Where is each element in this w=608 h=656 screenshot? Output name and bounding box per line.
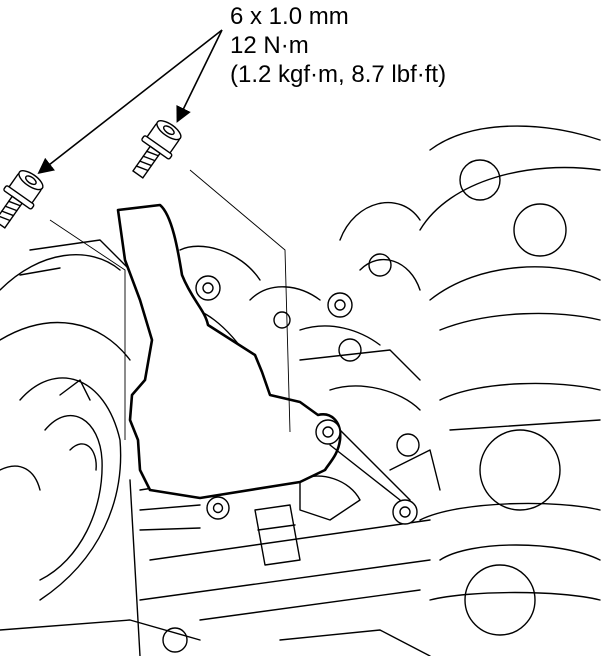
bolt-icon: [132, 120, 182, 179]
callout-arrows: [37, 29, 223, 174]
torque-nm-label: 12 N·m: [230, 32, 309, 59]
engine-block-background: [0, 125, 601, 656]
bolt-size-label: 6 x 1.0 mm: [230, 3, 349, 30]
bolt-icon: [0, 170, 44, 229]
torque-alt-label: (1.2 kgf·m, 8.7 lbf·ft): [230, 61, 447, 88]
bracket-icon: [116, 203, 342, 500]
